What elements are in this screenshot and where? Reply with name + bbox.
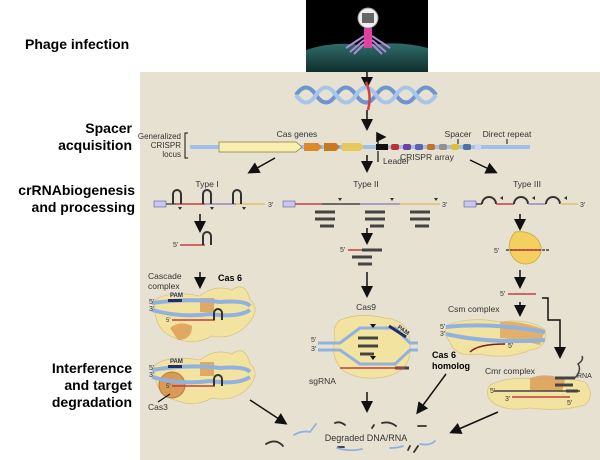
arrow-csm-to-degraded [416, 373, 447, 415]
type3-arrow-to-cmr [542, 297, 566, 359]
type3-label: Type III [513, 179, 541, 189]
stage-label-phage-infection: Phage infection [25, 36, 130, 52]
cascade-label-2: complex [148, 281, 180, 291]
dna-helix [294, 81, 438, 111]
sgrna-label: sgRNA [309, 376, 336, 386]
stage-label-interference: Interference and target degradation [51, 360, 132, 410]
arrow-to-type3 [469, 159, 498, 174]
cas3-5prime: 5' [149, 365, 154, 372]
csm-complex [445, 319, 546, 357]
cas3-pam-label: PAM [170, 359, 183, 365]
cas9-3prime: 3' [311, 346, 316, 353]
type1-crrna [180, 231, 212, 246]
stage-label-crrna-biogenesis: crRNAbiogenesis and processing [18, 182, 135, 215]
crispr-array [391, 144, 481, 150]
promoter-arrow [376, 131, 387, 144]
cas-gene-1 [218, 141, 303, 153]
cas9-label: Cas9 [356, 302, 376, 312]
csm-crrna-5prime: 5' [508, 343, 513, 350]
type2-3prime: 3' [442, 202, 447, 209]
cas9-5prime: 5' [311, 337, 316, 344]
locus-bracket [184, 132, 188, 159]
stage-label-spacer-acquisition: Spacer acquisition [58, 120, 132, 153]
cascade-pam-label: PAM [170, 293, 183, 299]
rna-label: RNA [577, 373, 592, 380]
type2-crrna-5prime: 5' [340, 247, 345, 254]
type3-processing-enzyme [506, 231, 550, 265]
spacer-label: Spacer [445, 129, 472, 139]
cas-genes-label: Cas genes [277, 129, 318, 139]
cas6-homolog-label-1: Cas 6 [432, 350, 456, 360]
cascade-crrna-5prime: 5' [166, 318, 170, 324]
cas-gene-3 [324, 143, 340, 151]
type3-pre-crrna [463, 196, 578, 208]
cmr-5prime: 5' [490, 388, 495, 395]
arrow-cas3-to-degraded [249, 399, 288, 425]
type3-enzyme-5prime: 5' [494, 248, 499, 255]
cas3-crrna-5prime: 5' [166, 384, 170, 390]
leader-label: Leader [383, 156, 410, 166]
cas-gene-4 [342, 143, 364, 151]
locus-label-3: locus [162, 150, 181, 159]
locus-label-1: Generalized [138, 132, 181, 141]
type1-label: Type I [195, 179, 218, 189]
phage-icon [345, 7, 391, 55]
arrow-cmr-to-degraded [449, 411, 499, 434]
csm-label: Csm complex [448, 304, 500, 314]
type2-pre-crrna [282, 198, 440, 228]
type2-label: Type II [353, 179, 379, 189]
cmr-label: Cmr complex [485, 366, 536, 376]
csm-5prime: 5' [440, 324, 445, 331]
type3-3prime: 3' [580, 202, 585, 209]
type1-3prime: 3' [268, 202, 273, 209]
cmr-3prime: 3' [505, 396, 510, 403]
direct-repeat-label: Direct repeat [483, 129, 532, 139]
crispr-array-label: CRISPR array [400, 152, 455, 162]
type1-crrna-5prime: 5' [173, 242, 178, 249]
cas3-label: Cas3 [148, 402, 168, 412]
cascade-5prime: 5' [149, 299, 154, 306]
locus-label-2: CRISPR [151, 141, 181, 150]
cas6-label: Cas 6 [218, 273, 242, 283]
cmr-complex [487, 355, 591, 410]
degraded-fragments [265, 421, 436, 453]
degraded-dna-rna-label: Degraded DNA/RNA [325, 433, 408, 443]
leader-block [376, 144, 388, 150]
type2-crrna-tracr [348, 248, 382, 266]
csm-3prime: 3' [440, 331, 445, 338]
cas9-complex [318, 315, 418, 379]
cascade-cas3-complex [151, 350, 256, 404]
cas-gene-2 [304, 143, 322, 151]
cmr-crrna-5prime: 5' [567, 400, 572, 407]
cas3-3prime: 3' [149, 372, 154, 379]
type3-crrna-5prime: 5' [500, 291, 505, 298]
cascade-complex [151, 286, 256, 342]
type1-pre-crrna [153, 189, 265, 210]
phage-infection-image [306, 0, 428, 72]
cascade-label-1: Cascade [148, 271, 182, 281]
cas6-homolog-label-2: homolog [432, 361, 470, 371]
cascade-3prime: 3' [149, 306, 154, 313]
arrow-to-type1 [247, 157, 276, 174]
